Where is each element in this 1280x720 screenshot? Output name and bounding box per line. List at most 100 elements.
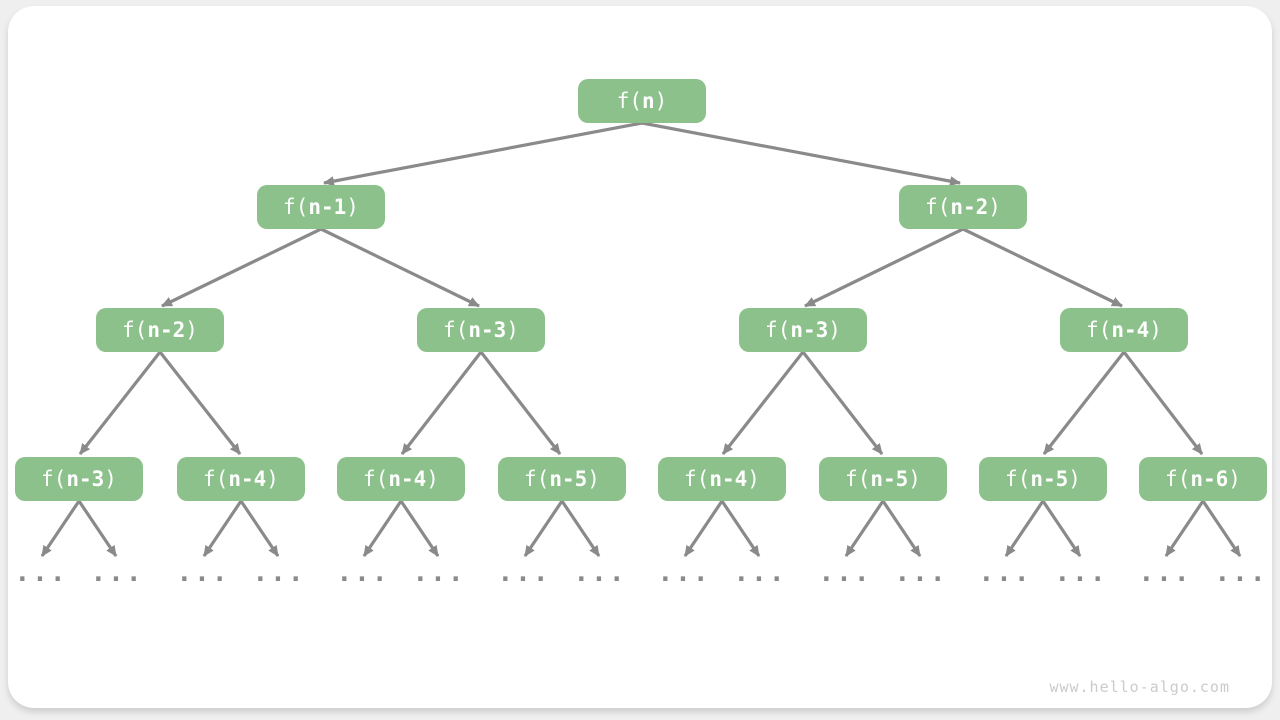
node-label: ) [1228, 466, 1241, 491]
node-arg: n-4 [709, 466, 748, 491]
tree-node-l3-0: f(n-3) [15, 457, 143, 501]
edge-arrow [1041, 500, 1082, 557]
node-label: ) [828, 317, 841, 342]
edge-arrow [1042, 351, 1126, 455]
node-label: f( [925, 194, 951, 219]
tree-node-l3-6: f(n-5) [979, 457, 1107, 501]
edge-arrow [239, 500, 280, 557]
ellipsis: ... [1054, 558, 1108, 588]
tree-node-l3-2: f(n-4) [337, 457, 465, 501]
edge-arrow [1004, 500, 1045, 557]
tree-node-l1-1: f(n-2) [899, 185, 1027, 229]
edge-arrow [77, 500, 118, 557]
edge-arrow [523, 500, 564, 557]
node-arg: n-4 [388, 466, 427, 491]
tree-node-l2-2: f(n-3) [739, 308, 867, 352]
edge-arrow [400, 351, 483, 455]
tree-node-l2-3: f(n-4) [1060, 308, 1188, 352]
edge-arrow [641, 121, 961, 187]
node-label: ) [654, 88, 668, 113]
edge-arrow [320, 227, 480, 308]
tree-node-l1-0: f(n-1) [257, 185, 385, 229]
node-label: ) [426, 466, 439, 491]
edge-arrow [560, 500, 601, 557]
node-arg: n-5 [549, 466, 588, 491]
node-arg: n-5 [870, 466, 909, 491]
node-label: ) [988, 194, 1001, 219]
node-label: f( [122, 317, 148, 342]
node-label: ) [104, 466, 117, 491]
watermark: www.hello-algo.com [1049, 678, 1230, 696]
edge-arrow [399, 500, 440, 557]
ellipsis: ... [336, 558, 390, 588]
node-label: f( [616, 88, 642, 113]
tree-node-l3-7: f(n-6) [1139, 457, 1267, 501]
edge-arrow [1201, 500, 1242, 557]
node-label: f( [684, 466, 710, 491]
edge-arrow [1122, 351, 1204, 455]
node-label: f( [1086, 317, 1112, 342]
node-label: f( [443, 317, 469, 342]
tree-node-l3-4: f(n-4) [658, 457, 786, 501]
ellipsis: ... [733, 558, 787, 588]
ellipsis: ... [90, 558, 144, 588]
edge-arrow [804, 227, 964, 308]
edge-arrow [720, 500, 761, 557]
ellipsis: ... [412, 558, 466, 588]
node-arg: n [641, 88, 655, 113]
tree-node-l3-1: f(n-4) [177, 457, 305, 501]
node-label: f( [363, 466, 389, 491]
node-label: f( [845, 466, 871, 491]
edge-arrow [78, 351, 162, 455]
node-label: f( [283, 194, 309, 219]
tree-node-l3-3: f(n-5) [498, 457, 626, 501]
edge-arrow [801, 351, 884, 455]
node-label: ) [587, 466, 600, 491]
node-label: ) [908, 466, 921, 491]
edge-arrow [362, 500, 403, 557]
ellipsis: ... [1138, 558, 1192, 588]
node-label: f( [524, 466, 550, 491]
ellipsis: ... [978, 558, 1032, 588]
tree-node-l2-0: f(n-2) [96, 308, 224, 352]
node-arg: n-3 [66, 466, 105, 491]
node-label: ) [185, 317, 198, 342]
node-label: f( [765, 317, 791, 342]
node-arg: n-6 [1190, 466, 1229, 491]
edge-arrow [323, 121, 643, 187]
edge-arrow [844, 500, 885, 557]
node-label: f( [41, 466, 67, 491]
node-arg: n-2 [147, 317, 186, 342]
node-label: ) [506, 317, 519, 342]
edge-arrow [479, 351, 562, 455]
node-label: f( [1165, 466, 1191, 491]
tree-node-l3-5: f(n-5) [819, 457, 947, 501]
edge-arrow [40, 500, 81, 557]
ellipsis: ... [497, 558, 551, 588]
tree-node-l0-0: f(n) [578, 79, 706, 123]
node-arg: n-3 [790, 317, 829, 342]
edge-arrow [962, 227, 1123, 308]
edge-arrow [202, 500, 243, 557]
node-label: ) [1068, 466, 1081, 491]
node-label: ) [747, 466, 760, 491]
node-label: ) [266, 466, 279, 491]
edge-arrow [1164, 500, 1205, 557]
node-arg: n-2 [950, 194, 989, 219]
edge-arrow [158, 351, 242, 455]
edge-arrow [161, 227, 322, 308]
node-arg: n-3 [468, 317, 507, 342]
node-arg: n-1 [308, 194, 347, 219]
node-arg: n-5 [1030, 466, 1069, 491]
ellipsis: ... [573, 558, 627, 588]
ellipsis: ... [252, 558, 306, 588]
node-label: ) [1149, 317, 1162, 342]
ellipsis: ... [818, 558, 872, 588]
node-label: f( [203, 466, 229, 491]
ellipsis: ... [657, 558, 711, 588]
ellipsis: ... [894, 558, 948, 588]
node-arg: n-4 [1111, 317, 1150, 342]
ellipsis: ... [176, 558, 230, 588]
